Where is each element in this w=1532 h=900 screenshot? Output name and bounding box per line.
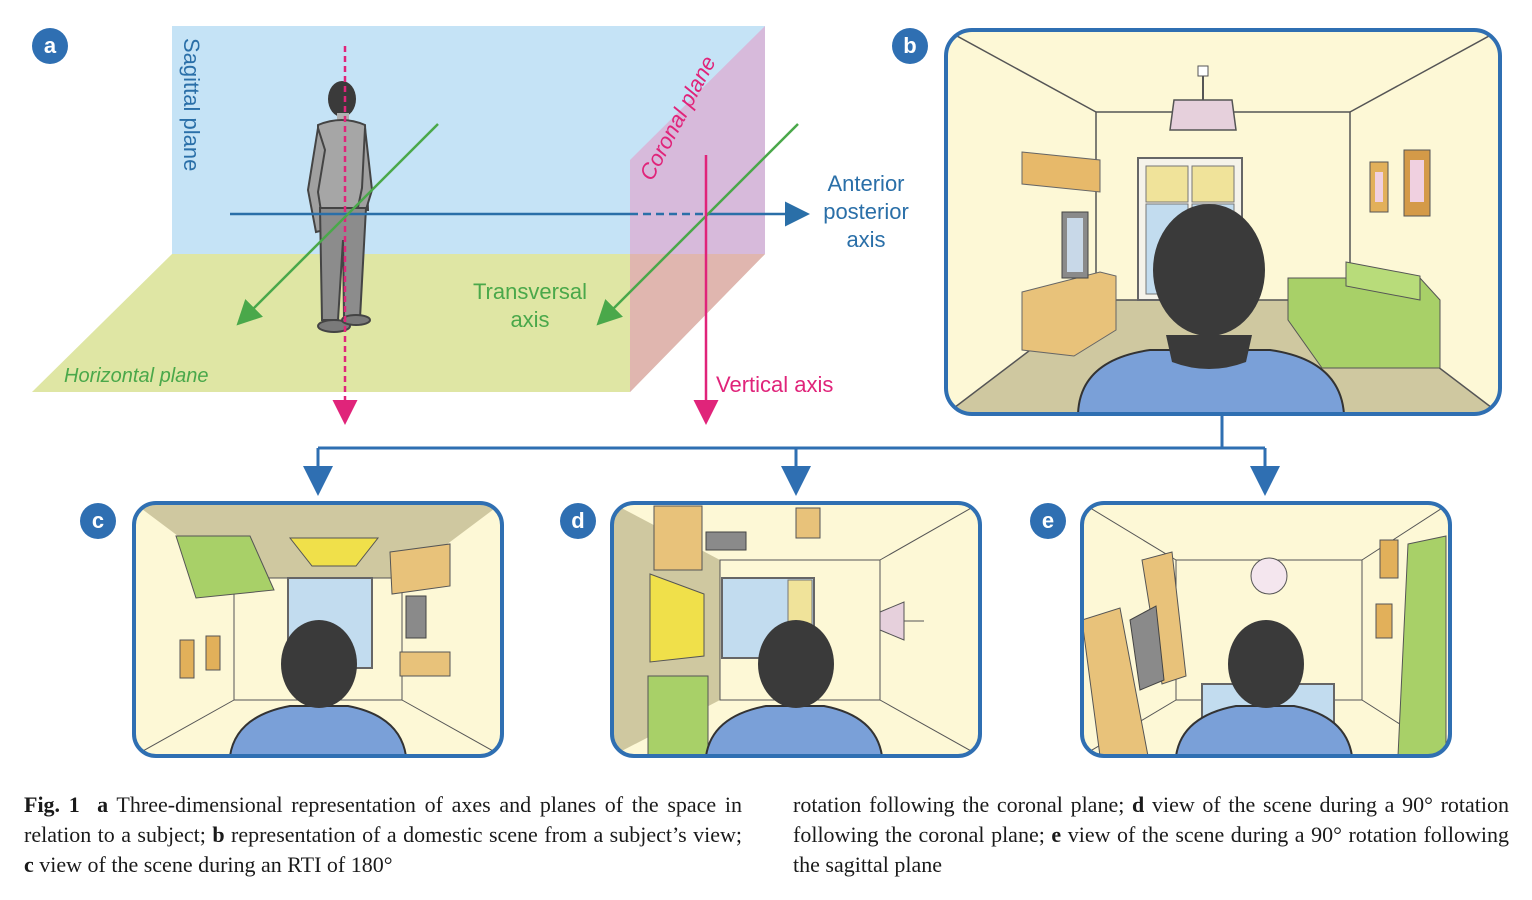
caption-text: view of the scene during a 90° rotation … (793, 822, 1509, 877)
caption-panel-ref: b (212, 822, 225, 847)
transversal-axis-1 (236, 123, 439, 326)
panel-label-e: e (1042, 508, 1054, 533)
transversal-axis-label-1: Transversal (473, 279, 587, 304)
panel-c (132, 501, 504, 758)
transversal-axis-label-2: axis (510, 307, 549, 332)
figure-caption-right: rotation following the coronal plane; d … (793, 790, 1509, 880)
caption-text: representation of a domestic scene from … (224, 822, 742, 847)
caption-left-segments: a Three-dimensional representation of ax… (24, 792, 742, 877)
caption-text: Three-dimensional representation of axes… (24, 792, 742, 847)
caption-text: view of the scene during a 90° rotation … (793, 792, 1509, 847)
ap-axis-label-3: axis (846, 227, 885, 252)
figure-label: Fig. 1 (24, 792, 80, 817)
panel-label-b: b (903, 33, 916, 58)
caption-right-segments: rotation following the coronal plane; d … (793, 792, 1509, 877)
ap-axis-label-2: posterior (823, 199, 909, 224)
panel-d (610, 501, 982, 758)
panel-label-c: c (92, 508, 104, 533)
figure-caption-left: Fig. 1 a Three-dimensional representatio… (24, 790, 742, 880)
connector-arrows (303, 414, 1280, 496)
panel-a: Sagittal plane Coronal plane Horizontal … (32, 26, 909, 425)
panel-badges: a b c d e (32, 28, 1066, 539)
panel-e (1080, 501, 1452, 758)
panel-b (944, 28, 1502, 416)
caption-panel-ref: c (24, 852, 34, 877)
horizontal-plane (32, 254, 765, 392)
panel-label-d: d (571, 508, 584, 533)
caption-panel-ref: e (1051, 822, 1062, 847)
subject-figure (306, 81, 374, 333)
transversal-axis-2 (596, 123, 799, 326)
ap-axis-label-1: Anterior (827, 171, 904, 196)
panel-label-a: a (44, 33, 57, 58)
figure-1: Sagittal plane Coronal plane Horizontal … (32, 26, 1502, 758)
caption-panel-ref: d (1132, 792, 1145, 817)
caption-text: view of the scene during an RTI of 180° (33, 852, 393, 877)
vertical-axis-label: Vertical axis (716, 372, 833, 397)
horizontal-plane-label: Horizontal plane (64, 365, 209, 387)
caption-panel-ref: a (97, 792, 109, 817)
sagittal-plane-label: Sagittal plane (179, 38, 204, 171)
caption-text: rotation following the coronal plane; (793, 792, 1133, 817)
